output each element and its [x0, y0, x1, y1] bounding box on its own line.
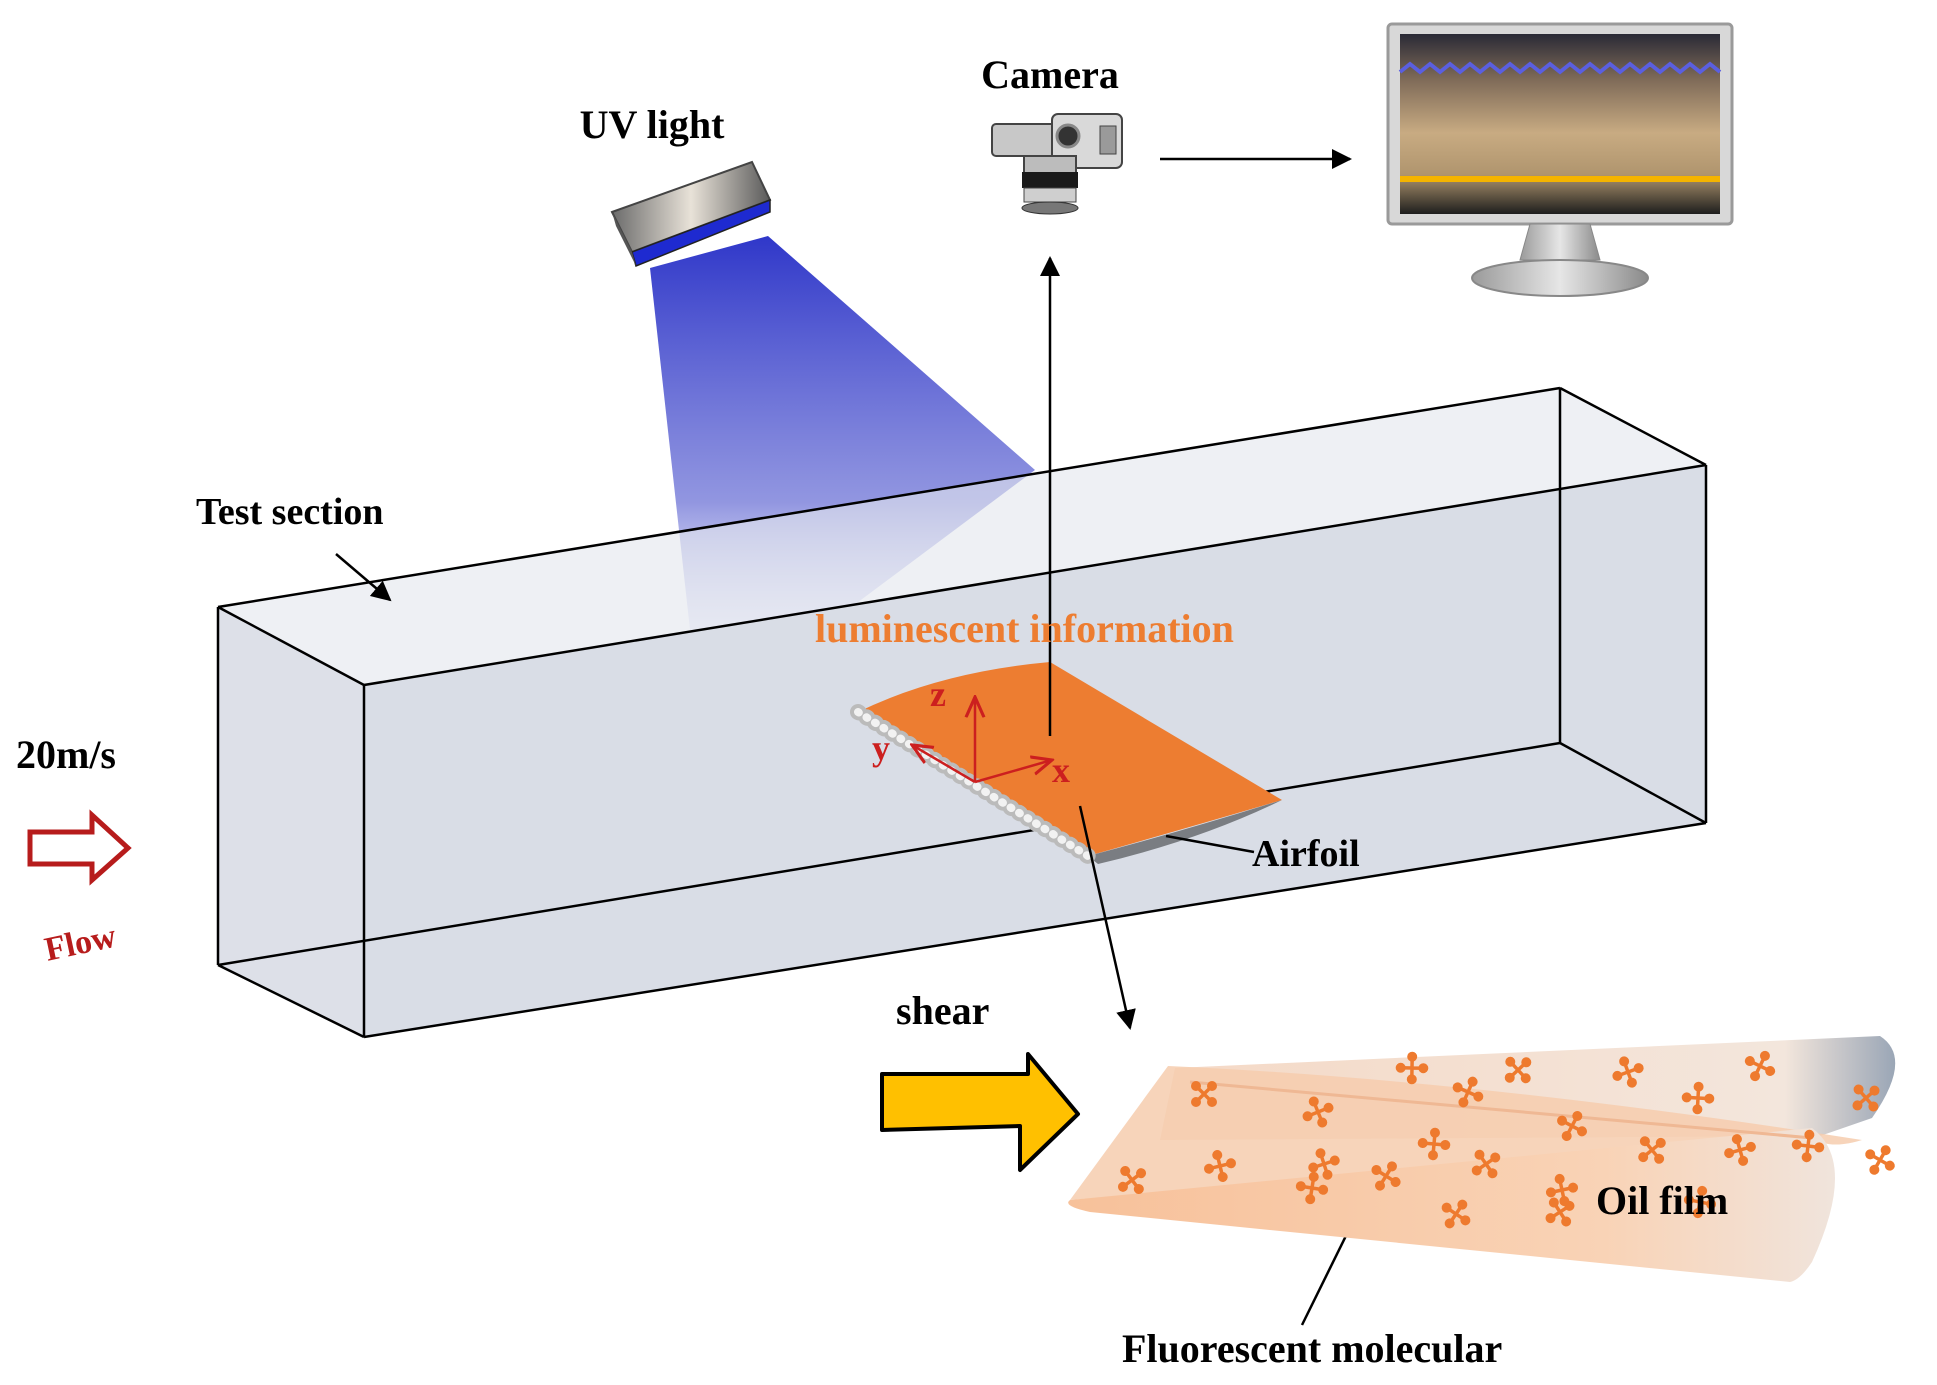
fluorescent-molecule-icon [1683, 1185, 1717, 1219]
fluorescent-molecule-icon [1295, 1171, 1329, 1205]
flow-arrow-icon [27, 809, 132, 886]
axis-y-arrow [912, 745, 976, 784]
shear-arrow-icon [880, 1052, 1080, 1172]
fluorescent-molecule-icon [1791, 1129, 1825, 1163]
airfoil-pointer [1165, 834, 1255, 854]
speed-label: 20m/s [16, 732, 116, 777]
axis-x-label: x [1052, 750, 1070, 790]
fluorescent-molecule-icon [1638, 1136, 1666, 1164]
fluorescent-molecule-icon [1441, 1199, 1471, 1229]
flow-label: Flow [41, 918, 119, 969]
fluorescent-molecule-icon [1557, 1111, 1587, 1141]
oil-film [1068, 1036, 1896, 1282]
fluorescent-molecule-icon [1395, 1051, 1429, 1085]
fluorescent-molecule-icon [1504, 1056, 1532, 1084]
fluorescent-molecule-icon [1852, 1084, 1880, 1112]
camera-label: Camera [981, 52, 1119, 97]
fluorescent-molecule-icon [1865, 1145, 1895, 1175]
monitor-sawtooth [1398, 61, 1722, 75]
axis-y-label: y [872, 728, 890, 768]
fluorescent-molecule-icon [1681, 1081, 1715, 1115]
monitor-streak [1400, 176, 1720, 182]
fluorescent-molecule-icon [1204, 1150, 1236, 1182]
fluorescent-molecule-icon [1308, 1148, 1340, 1180]
fluorescent-molecule-icon [1191, 1081, 1217, 1107]
fluorescent-molecules [1117, 1050, 1895, 1229]
airfoil-to-oil-arrow [1078, 805, 1136, 1030]
fluorescent-molecular-label: Fluorescent molecular [1122, 1326, 1502, 1371]
monitor-icon [1386, 22, 1734, 297]
coordinate-axes [912, 697, 1052, 784]
axis-x-arrow [974, 760, 1052, 784]
fluorescent-molecule-icon [1744, 1050, 1776, 1082]
fluorescent-molecule-icon [1545, 1197, 1575, 1227]
fluorescent-molecule-icon [1302, 1096, 1334, 1128]
fluorescent-molecule-icon [1612, 1056, 1644, 1088]
uv-lamp-icon [610, 160, 772, 268]
axis-z-label: z [930, 674, 946, 714]
test-section-pointer [335, 553, 392, 602]
airfoil [850, 662, 1282, 864]
camera-icon [991, 113, 1123, 215]
fluorescent-molecule-icon [1117, 1165, 1147, 1195]
fluorescent-molecule-icon [1452, 1076, 1484, 1108]
fluorescent-molecule-icon [1371, 1161, 1401, 1191]
fluorescent-molecule-icon [1724, 1134, 1756, 1166]
test-section-label: Test section [196, 491, 384, 533]
luminescent-information-label: luminescent information [815, 606, 1234, 651]
uv-light-label: UV light [580, 102, 726, 147]
airfoil-label: Airfoil [1252, 833, 1360, 875]
shear-label: shear [896, 988, 989, 1033]
fluorescent-molecule-icon [1471, 1149, 1501, 1179]
fluorescent-molecule-icon [1417, 1127, 1451, 1161]
oil-film-label: Oil film [1596, 1178, 1728, 1223]
